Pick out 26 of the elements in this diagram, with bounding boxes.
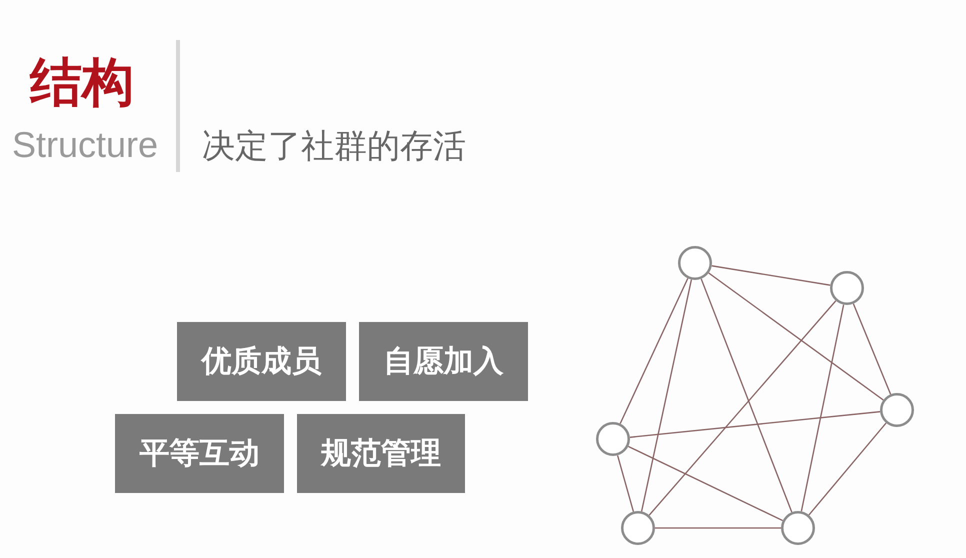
title: 结构 — [30, 57, 134, 109]
subtitle: Structure — [12, 127, 158, 163]
feature-box: 优质成员 — [177, 322, 346, 401]
network-node — [678, 246, 712, 280]
connector-line — [708, 272, 884, 401]
connector-line — [640, 279, 692, 512]
connector-line — [630, 411, 880, 438]
network-node — [621, 511, 655, 545]
connector-line — [700, 278, 792, 512]
connector-line — [616, 455, 634, 512]
connector-line — [808, 422, 887, 516]
connector-line — [655, 527, 781, 529]
feature-box: 规范管理 — [297, 414, 465, 493]
tagline: 决定了社群的存活 — [202, 129, 466, 162]
feature-box: 平等互动 — [115, 414, 284, 493]
connector-line — [628, 446, 783, 522]
connector-line — [852, 303, 892, 395]
network-node — [880, 393, 914, 427]
feature-box: 自愿加入 — [359, 322, 528, 401]
network-node — [596, 422, 630, 456]
connector-line — [712, 265, 830, 286]
network-node — [781, 511, 815, 545]
network-node — [830, 271, 864, 305]
connector-line — [648, 300, 836, 516]
connector-line — [620, 278, 688, 424]
connector-line — [800, 304, 844, 512]
